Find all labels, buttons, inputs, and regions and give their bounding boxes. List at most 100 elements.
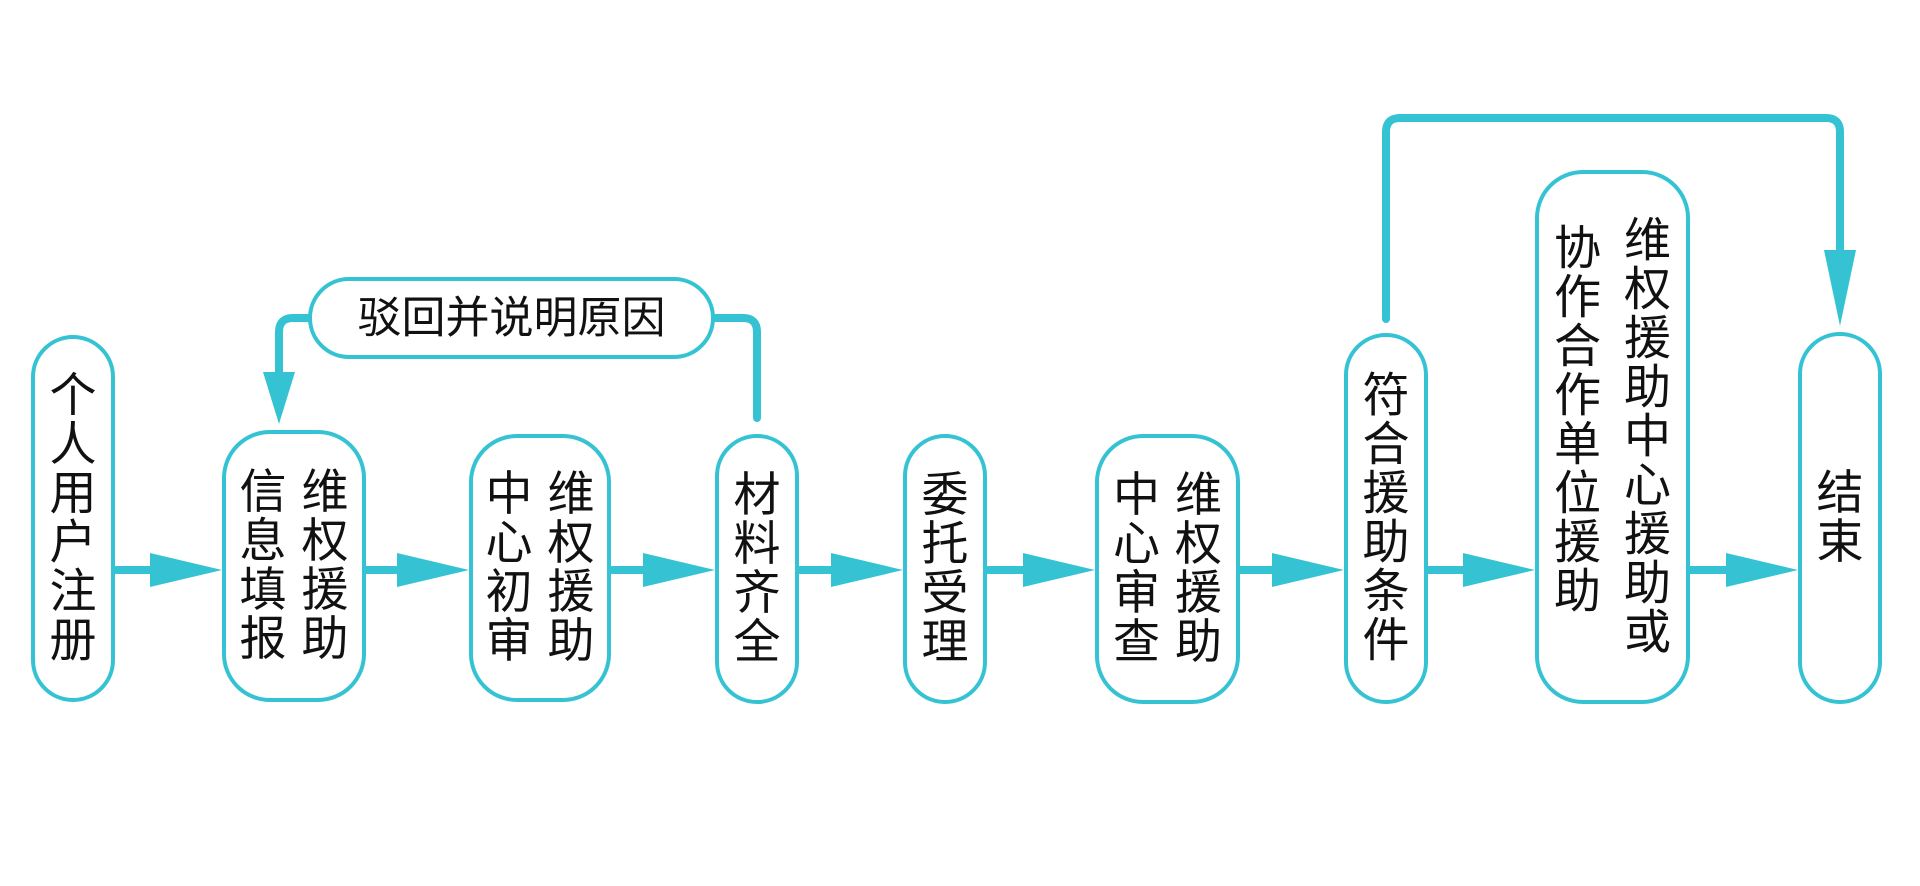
node-char: 心 [1113, 517, 1160, 572]
labels: 驳回并说明原因 [308, 277, 715, 359]
bypass-line [1382, 114, 1844, 323]
node-box-end [1798, 332, 1882, 704]
node-char: 权 [1624, 263, 1671, 318]
node-char: 助 [1554, 565, 1601, 620]
node-char: 全 [734, 615, 781, 670]
node-char: 或 [1624, 606, 1671, 661]
node-char: 权 [548, 516, 595, 571]
arrow-materials-to-accept-arrowhead [831, 553, 903, 587]
bypass-arrowhead [1824, 250, 1856, 326]
node-char: 作 [1554, 369, 1601, 424]
bypass-loop [1382, 114, 1856, 326]
arrow-assist-to-end-arrowhead [1726, 553, 1798, 587]
node-char: 合 [1554, 320, 1601, 375]
node-char: 援 [548, 565, 595, 620]
node-char: 援 [1363, 467, 1410, 522]
node-char: 合 [1363, 418, 1410, 473]
node-char: 中 [1624, 410, 1671, 465]
node-char: 托 [922, 517, 969, 572]
node-char: 符 [1363, 369, 1410, 424]
node-box-materials [715, 434, 799, 704]
reject-line-right [709, 314, 761, 422]
node-box-center-review [1095, 434, 1240, 704]
nodes: 个人用户注册维权援助信息填报维权援助中心初审材料齐全委托受理维权援助中心审查符合… [31, 170, 1882, 704]
node-char: 中 [1113, 468, 1160, 523]
node-char: 权 [302, 514, 349, 569]
node-char: 料 [734, 517, 781, 572]
node-char: 心 [486, 516, 533, 571]
arrow-accept-to-center-review [981, 553, 1095, 587]
node-char: 维 [548, 467, 595, 522]
node-char: 维 [1624, 214, 1671, 269]
node-char: 件 [1363, 614, 1410, 669]
node-char: 注 [50, 565, 97, 620]
reject-label-outline [308, 277, 715, 359]
node-char: 维 [1175, 468, 1222, 523]
node-char: 材 [734, 468, 781, 523]
node-char: 作 [1554, 271, 1601, 326]
node-box-assist [1535, 170, 1690, 704]
arrow-center-review-to-eligible [1234, 553, 1344, 587]
node-char: 理 [922, 615, 969, 670]
node-char: 援 [1554, 516, 1601, 571]
node-char: 援 [1624, 508, 1671, 563]
arrow-register-to-info-fill [109, 553, 222, 587]
node-char: 信 [240, 465, 287, 520]
arrow-info-fill-to-initial-review [360, 553, 469, 587]
arrow-assist-to-end [1684, 553, 1798, 587]
node-char: 齐 [734, 566, 781, 621]
node-char: 协 [1554, 222, 1601, 277]
node-char: 位 [1554, 467, 1601, 522]
node-char: 人 [50, 418, 97, 473]
node-box-accept [903, 434, 987, 704]
node-char: 受 [922, 566, 969, 621]
reject-label: 驳回并说明原因 [358, 293, 666, 344]
node-box-register [31, 335, 115, 702]
arrow-materials-to-accept [793, 553, 903, 587]
node-box-initial-review [469, 434, 611, 702]
node-char: 个 [50, 369, 97, 424]
node-char: 援 [1175, 566, 1222, 621]
node-char: 审 [486, 614, 533, 669]
arrow-register-to-info-fill-arrowhead [150, 553, 222, 587]
arrow-accept-to-center-review-arrowhead [1023, 553, 1095, 587]
node-box-eligible [1344, 333, 1428, 704]
node-char: 权 [1175, 517, 1222, 572]
reject-label-box: 驳回并说明原因 [308, 277, 715, 359]
arrow-center-review-to-eligible-arrowhead [1272, 553, 1344, 587]
node-char: 初 [486, 565, 533, 620]
arrow-initial-review-to-materials-arrowhead [643, 553, 715, 587]
reject-line-left [275, 314, 314, 396]
node-text-end-0: 结束 [1817, 466, 1864, 570]
node-char: 委 [922, 468, 969, 523]
node-char: 心 [1624, 459, 1671, 514]
node-char: 中 [486, 467, 533, 522]
connectors [109, 114, 1856, 587]
arrow-initial-review-to-materials [605, 553, 715, 587]
node-char: 助 [1624, 361, 1671, 416]
node-char: 束 [1817, 515, 1864, 570]
node-char: 册 [50, 614, 97, 669]
node-char: 援 [302, 563, 349, 618]
node-char: 条 [1363, 565, 1410, 620]
node-char: 单 [1554, 418, 1601, 473]
arrow-eligible-to-assist-arrowhead [1463, 553, 1535, 587]
